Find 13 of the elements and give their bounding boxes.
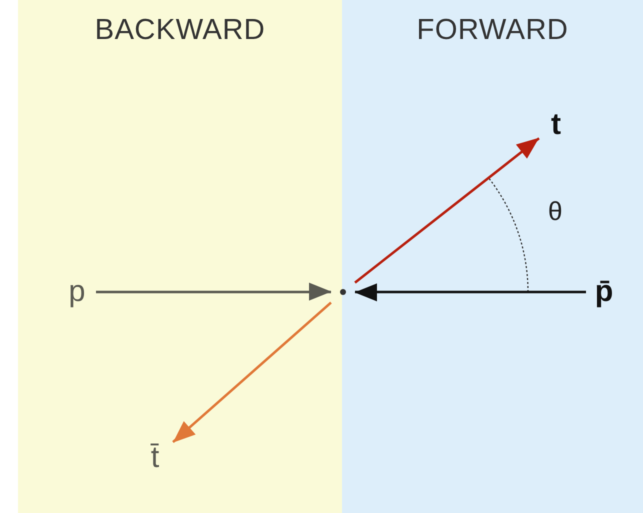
region-heading: BACKWARD <box>94 14 266 47</box>
arrow <box>96 282 332 301</box>
angle-label: θ <box>548 196 562 227</box>
vector-label: p <box>62 272 92 312</box>
region-heading: FORWARD <box>416 14 568 47</box>
vector-label: t <box>543 106 569 144</box>
arrow <box>172 302 332 444</box>
vector-label: t̄ <box>141 436 169 480</box>
vector-label: p̄ <box>590 270 618 314</box>
arrow <box>354 283 586 302</box>
region-band <box>18 0 342 513</box>
arrow <box>354 137 540 284</box>
region-band <box>342 0 643 513</box>
